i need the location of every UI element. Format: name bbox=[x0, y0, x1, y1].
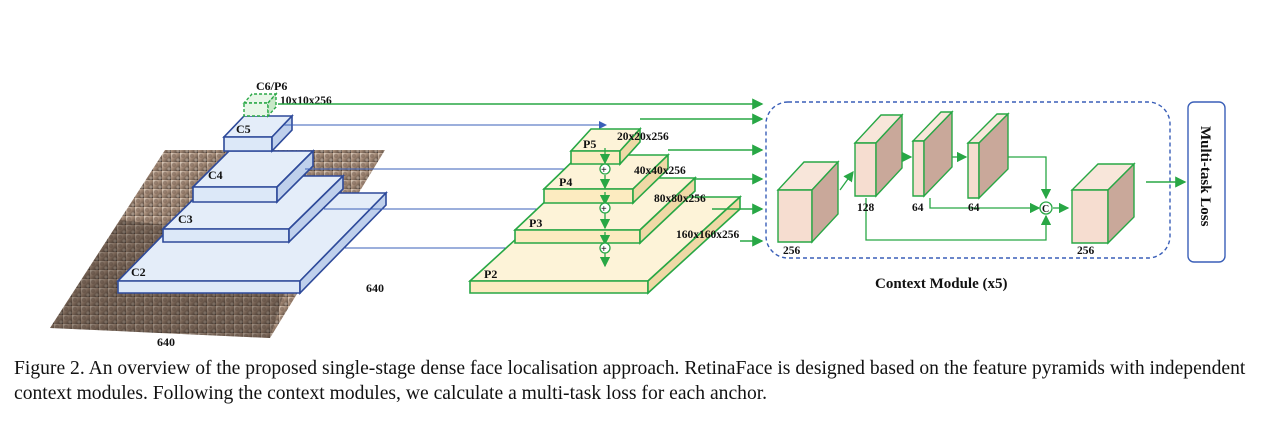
p2-dim-label: 160x160x256 bbox=[676, 229, 740, 241]
cm-branch-64b: 64 bbox=[968, 202, 980, 214]
cube-branch-64a bbox=[911, 110, 954, 198]
p2-label: P2 bbox=[484, 267, 497, 281]
c4-label: C4 bbox=[208, 168, 223, 182]
multitask-loss-label: Multi-task Loss bbox=[1197, 126, 1213, 227]
plus-node-p2 bbox=[599, 242, 611, 254]
cube-input-256 bbox=[776, 160, 840, 244]
context-module-title: Context Module (x5) bbox=[875, 276, 1007, 292]
p5-label: P5 bbox=[583, 137, 596, 151]
cm-output-channels: 256 bbox=[1077, 245, 1095, 257]
p3-label: P3 bbox=[529, 216, 542, 230]
input-width-label: 640 bbox=[366, 281, 384, 295]
plus-symbol-p4: + bbox=[601, 165, 607, 176]
input-height-label: 640 bbox=[157, 335, 175, 349]
plus-node-p4 bbox=[599, 163, 611, 175]
p4-label: P4 bbox=[559, 175, 572, 189]
cm-branch-128: 128 bbox=[857, 202, 875, 214]
plus-symbol-p2: + bbox=[601, 244, 607, 255]
c5-label: C5 bbox=[236, 122, 251, 136]
plus-symbol-p3: + bbox=[601, 204, 607, 215]
c6-p6-label: C6/P6 bbox=[256, 79, 287, 93]
cm-branch-64a: 64 bbox=[912, 202, 924, 214]
context-connections bbox=[839, 151, 1070, 241]
c2-label: C2 bbox=[131, 265, 146, 279]
context-module-box bbox=[765, 101, 1171, 259]
multitask-loss-box bbox=[1187, 101, 1226, 263]
p4-dim-label: 40x40x256 bbox=[634, 165, 686, 177]
c6-p6-cube bbox=[242, 92, 278, 118]
p3-dim-label: 80x80x256 bbox=[654, 193, 706, 205]
figure-caption: Figure 2. An overview of the proposed si… bbox=[14, 358, 1246, 404]
fpn-to-context-arrows bbox=[278, 98, 764, 247]
c3-label: C3 bbox=[178, 212, 193, 226]
retinaface-architecture-figure: C6/P6 10x10x256 C5 C4 C3 C2 640 640 bbox=[50, 79, 1226, 349]
cube-output-256 bbox=[1070, 162, 1136, 245]
context-cubes bbox=[776, 110, 1136, 245]
c6-dim-label: 10x10x256 bbox=[280, 95, 332, 107]
concat-node bbox=[1039, 201, 1053, 215]
backbone-pyramid bbox=[116, 114, 388, 295]
cm-input-channels: 256 bbox=[783, 245, 801, 257]
cube-branch-64b bbox=[966, 112, 1010, 200]
plus-nodes bbox=[599, 163, 611, 254]
concat-symbol: C bbox=[1042, 204, 1049, 215]
plus-node-p3 bbox=[599, 202, 611, 214]
cube-branch-128 bbox=[853, 113, 904, 198]
p5-dim-label: 20x20x256 bbox=[617, 131, 669, 143]
